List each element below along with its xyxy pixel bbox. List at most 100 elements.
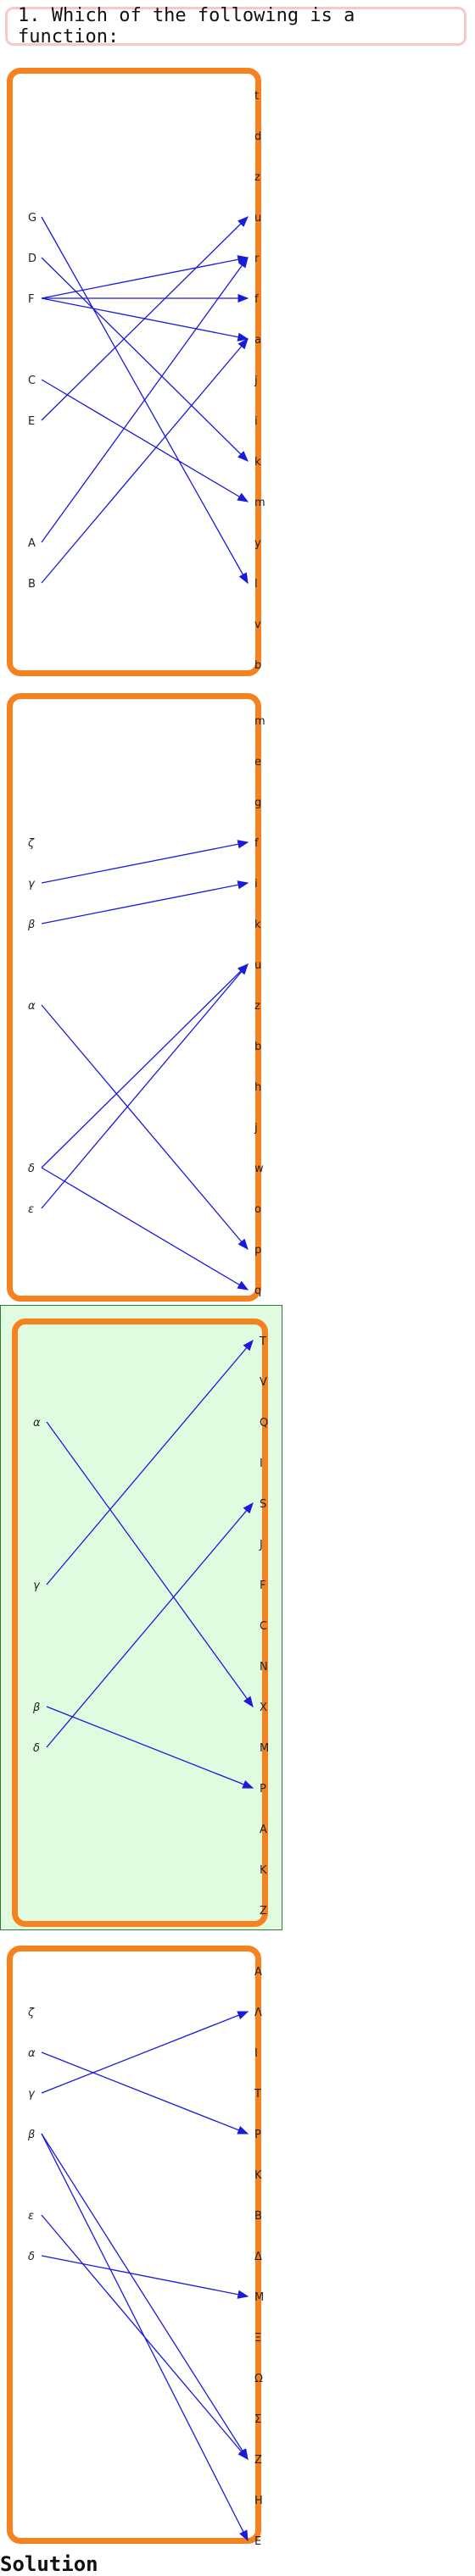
- mapping-arrow: [41, 255, 249, 299]
- domain-label: C: [28, 375, 36, 387]
- codomain-label: b: [254, 659, 261, 672]
- domain-label: B: [28, 578, 36, 591]
- codomain-label: Δ: [254, 2251, 262, 2263]
- codomain-label: q: [254, 1285, 261, 1297]
- domain-label: G: [28, 212, 36, 225]
- codomain-label: g: [254, 797, 261, 809]
- codomain-label: u: [254, 212, 261, 225]
- domain-label: α: [28, 2047, 36, 2060]
- mapping-arrow: [41, 1004, 249, 1250]
- codomain-label: p: [254, 1244, 261, 1257]
- mapping-arrow: [41, 2133, 249, 2461]
- mapping-arrow: [46, 1421, 254, 1708]
- question-box: 1. Which of the following is a function:: [5, 5, 467, 47]
- codomain-label: Ξ: [254, 2332, 261, 2345]
- domain-label: γ: [28, 2088, 36, 2101]
- domain-label: F: [28, 293, 34, 306]
- domain-label: δ: [28, 2251, 35, 2263]
- mapping-arrow: [41, 840, 249, 884]
- mapping-arrow: [41, 257, 249, 462]
- codomain-label: Z: [254, 2454, 262, 2467]
- codomain-label: Σ: [254, 2413, 261, 2426]
- mapping-arrow: [41, 1167, 249, 1291]
- codomain-label: H: [254, 2495, 263, 2507]
- codomain-label: M: [254, 2291, 264, 2304]
- codomain-label: u: [254, 959, 261, 972]
- codomain-label: M: [260, 1742, 269, 1755]
- codomain-label: i: [254, 415, 258, 428]
- codomain-label: m: [254, 497, 265, 509]
- codomain-label: f: [254, 837, 259, 850]
- domain-label: A: [28, 537, 36, 550]
- codomain-label: P: [260, 1783, 266, 1796]
- mapping-arrow: [41, 2214, 249, 2460]
- codomain-label: Z: [260, 1905, 267, 1918]
- codomain-label: k: [254, 456, 261, 469]
- codomain-label: A: [254, 1966, 262, 1979]
- mapping-arrow: [41, 379, 249, 502]
- codomain-label: z: [254, 171, 260, 184]
- domain-label: ε: [28, 1203, 34, 1216]
- codomain-label: E: [254, 2535, 261, 2548]
- codomain-label: m: [254, 715, 265, 728]
- mapping-arrow: [46, 1502, 254, 1748]
- domain-label: α: [33, 1417, 41, 1430]
- domain-label: D: [28, 253, 36, 265]
- codomain-label: i: [254, 878, 258, 891]
- codomain-label: z: [254, 1000, 260, 1013]
- codomain-label: K: [260, 1864, 267, 1877]
- codomain-label: b: [254, 1041, 261, 1053]
- mapping-arrow: [41, 880, 249, 924]
- domain-label: γ: [33, 1579, 41, 1592]
- domain-label: E: [28, 415, 35, 428]
- codomain-label: t: [254, 90, 259, 103]
- codomain-label: K: [254, 2169, 262, 2182]
- mapping-arrow: [46, 1340, 254, 1585]
- codomain-label: A: [260, 1824, 267, 1836]
- mapping-arrow: [41, 963, 249, 1169]
- question-text: 1. Which of the following is a function:: [18, 5, 355, 47]
- codomain-label: l: [254, 578, 258, 591]
- codomain-label: T: [254, 2088, 261, 2101]
- domain-label: ζ: [27, 837, 35, 850]
- domain-label: β: [27, 919, 35, 931]
- codomain-label: h: [254, 1081, 261, 1094]
- codomain-label: B: [254, 2210, 262, 2223]
- mapping-arrow: [46, 1706, 254, 1789]
- mapping-arrow: [41, 256, 249, 543]
- codomain-label: a: [254, 334, 261, 347]
- codomain-label: e: [254, 756, 261, 769]
- domain-label: γ: [28, 878, 36, 891]
- codomain-label: w: [254, 1163, 264, 1175]
- codomain-label: I: [254, 2047, 258, 2060]
- codomain-label: f: [254, 293, 259, 306]
- codomain-label: j: [254, 1122, 258, 1135]
- codomain-label: k: [254, 919, 261, 931]
- codomain-label: T: [259, 1335, 266, 1348]
- solution-heading: Solution: [0, 2552, 98, 2576]
- mapping-arrow: [41, 963, 249, 1209]
- codomain-label: y: [254, 537, 261, 550]
- codomain-label: r: [254, 253, 260, 265]
- codomain-label: Q: [260, 1417, 268, 1430]
- codomain-label: N: [260, 1661, 268, 1674]
- domain-label: ε: [28, 2210, 34, 2223]
- codomain-label: F: [260, 1579, 265, 1592]
- domain-label: δ: [28, 1163, 35, 1175]
- domain-label: β: [32, 1702, 40, 1714]
- codomain-label: Ω: [254, 2373, 263, 2385]
- codomain-label: Λ: [254, 2007, 262, 2019]
- codomain-label: V: [260, 1376, 267, 1389]
- codomain-label: J: [259, 1539, 263, 1552]
- codomain-label: d: [254, 130, 261, 143]
- codomain-label: I: [260, 1457, 263, 1470]
- domain-label: δ: [33, 1742, 40, 1755]
- mapping-arrow: [41, 2051, 249, 2135]
